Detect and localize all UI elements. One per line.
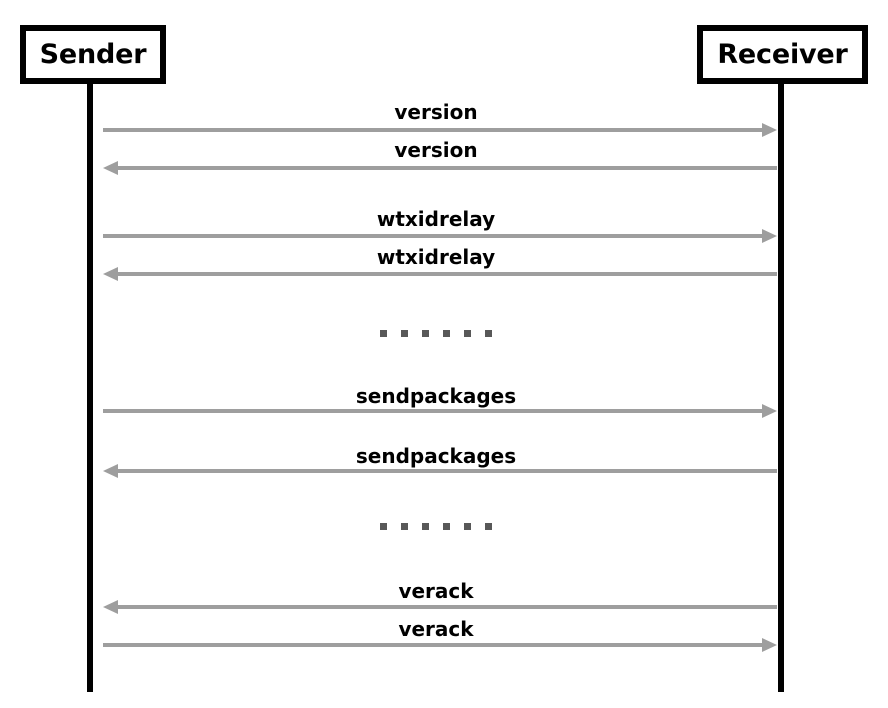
ellipsis-dot [401, 523, 408, 530]
lifeline-sender [87, 84, 93, 692]
ellipsis-lower [380, 523, 492, 530]
ellipsis-dot [380, 330, 387, 337]
participant-box-receiver[interactable]: Receiver [697, 25, 868, 84]
message-label: sendpackages [355, 444, 517, 468]
participant-box-sender[interactable]: Sender [20, 25, 166, 84]
message-label: verack [398, 617, 474, 641]
arrowhead-right [762, 404, 777, 418]
ellipsis-dot [401, 330, 408, 337]
arrowhead-left [103, 267, 118, 281]
ellipsis-dot [464, 330, 471, 337]
message-label: wtxidrelay [376, 207, 496, 231]
arrowhead-right [762, 638, 777, 652]
arrowhead-left [103, 464, 118, 478]
ellipsis-dot [443, 523, 450, 530]
arrowhead-left [103, 161, 118, 175]
message-line [118, 272, 777, 276]
message-label: sendpackages [355, 384, 517, 408]
ellipsis-dot [464, 523, 471, 530]
message-label: version [394, 138, 478, 162]
lifeline-receiver [778, 84, 784, 692]
message-line [103, 409, 762, 413]
ellipsis-dot [422, 523, 429, 530]
message-line [103, 643, 762, 647]
message-line [118, 166, 777, 170]
ellipsis-dot [422, 330, 429, 337]
ellipsis-dot [485, 523, 492, 530]
message-line [118, 469, 777, 473]
message-line [118, 605, 777, 609]
message-label: verack [398, 579, 474, 603]
ellipsis-dot [443, 330, 450, 337]
ellipsis-upper [380, 330, 492, 337]
message-line [103, 234, 762, 238]
arrowhead-right [762, 123, 777, 137]
arrowhead-right [762, 229, 777, 243]
ellipsis-dot [380, 523, 387, 530]
message-label: version [394, 100, 478, 124]
ellipsis-dot [485, 330, 492, 337]
participant-label-receiver: Receiver [717, 39, 848, 70]
arrowhead-left [103, 600, 118, 614]
message-line [103, 128, 762, 132]
participant-label-sender: Sender [39, 39, 147, 70]
message-label: wtxidrelay [376, 245, 496, 269]
